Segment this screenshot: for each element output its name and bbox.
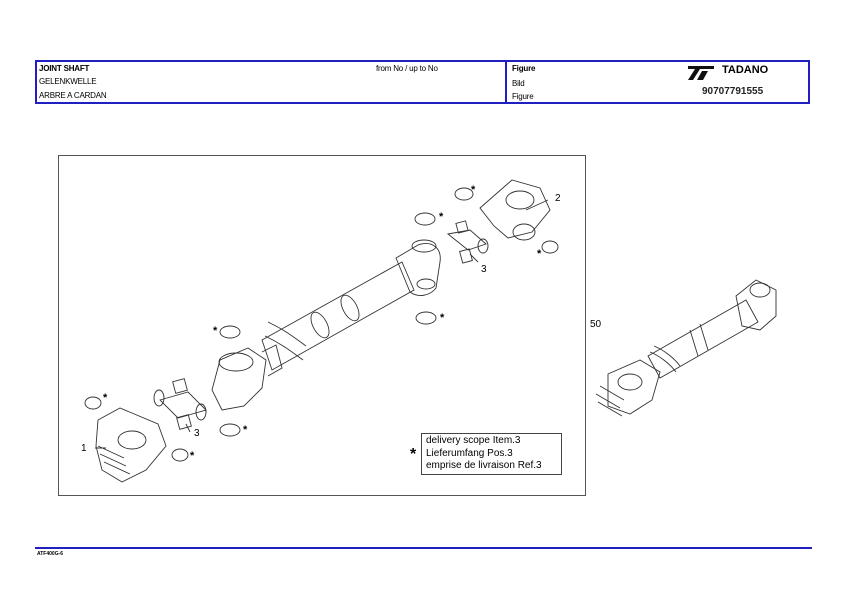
document-number: 90707791555 bbox=[702, 86, 764, 97]
snap-ring bbox=[219, 423, 241, 437]
figure-label-de: Bild bbox=[512, 79, 525, 88]
asterisk-mark: * bbox=[190, 450, 195, 462]
flange-yoke-2 bbox=[479, 179, 551, 239]
figure-label-fr: Figure bbox=[512, 92, 534, 101]
footer-rule bbox=[35, 547, 812, 549]
tube-ring-1 bbox=[310, 311, 330, 339]
title-en: JOINT SHAFT bbox=[39, 64, 90, 73]
tube-ring-2 bbox=[340, 294, 360, 322]
callout-item-1: 1 bbox=[81, 443, 87, 454]
brand-name: TADANO bbox=[722, 64, 769, 76]
delivery-scope-note: delivery scope Item.3 Lieferumfang Pos.3… bbox=[421, 433, 562, 475]
snap-ring bbox=[219, 325, 241, 339]
flange-yoke-1 bbox=[95, 407, 167, 483]
asterisk-mark: * bbox=[440, 312, 445, 324]
figure-label-en: Figure bbox=[512, 64, 536, 73]
figure-frame bbox=[58, 155, 586, 496]
asterisk-mark: * bbox=[213, 325, 218, 337]
header-box bbox=[35, 60, 810, 104]
asterisk-mark: * bbox=[537, 248, 542, 260]
title-de: GELENKWELLE bbox=[39, 77, 97, 86]
callout-item-2: 2 bbox=[555, 193, 561, 204]
break-mark-1 bbox=[264, 321, 307, 361]
asterisk-mark: * bbox=[439, 211, 444, 223]
snap-ring bbox=[171, 448, 189, 462]
scope-line-en: delivery scope Item.3 bbox=[426, 435, 521, 446]
slip-yoke bbox=[395, 243, 441, 296]
weld-yoke-left bbox=[211, 347, 267, 411]
snap-ring bbox=[84, 396, 102, 410]
callout-item-3-left: 3 bbox=[194, 428, 200, 439]
asterisk-mark: * bbox=[103, 392, 108, 404]
scope-line-fr: emprise de livraison Ref.3 bbox=[426, 460, 542, 471]
range-label: from No / up to No bbox=[376, 64, 438, 73]
snap-ring bbox=[454, 187, 474, 201]
tadano-logo-icon bbox=[688, 66, 714, 80]
scope-asterisk: * bbox=[410, 446, 417, 463]
snap-ring bbox=[415, 311, 437, 325]
assembled-shaft bbox=[595, 279, 777, 417]
shaft-tube bbox=[261, 261, 415, 371]
asterisk-mark: * bbox=[471, 184, 476, 196]
snap-ring bbox=[414, 212, 436, 226]
header-divider bbox=[505, 62, 507, 102]
callout-item-50: 50 bbox=[590, 319, 602, 330]
cross-right bbox=[446, 229, 487, 251]
callout-item-3-right: 3 bbox=[481, 264, 487, 275]
asterisk-mark: * bbox=[243, 424, 248, 436]
title-fr: ARBRE A CARDAN bbox=[39, 91, 107, 100]
footer-code: ATF400G-6 bbox=[37, 551, 64, 557]
snap-ring bbox=[541, 240, 559, 254]
scope-line-de: Lieferumfang Pos.3 bbox=[426, 447, 513, 459]
